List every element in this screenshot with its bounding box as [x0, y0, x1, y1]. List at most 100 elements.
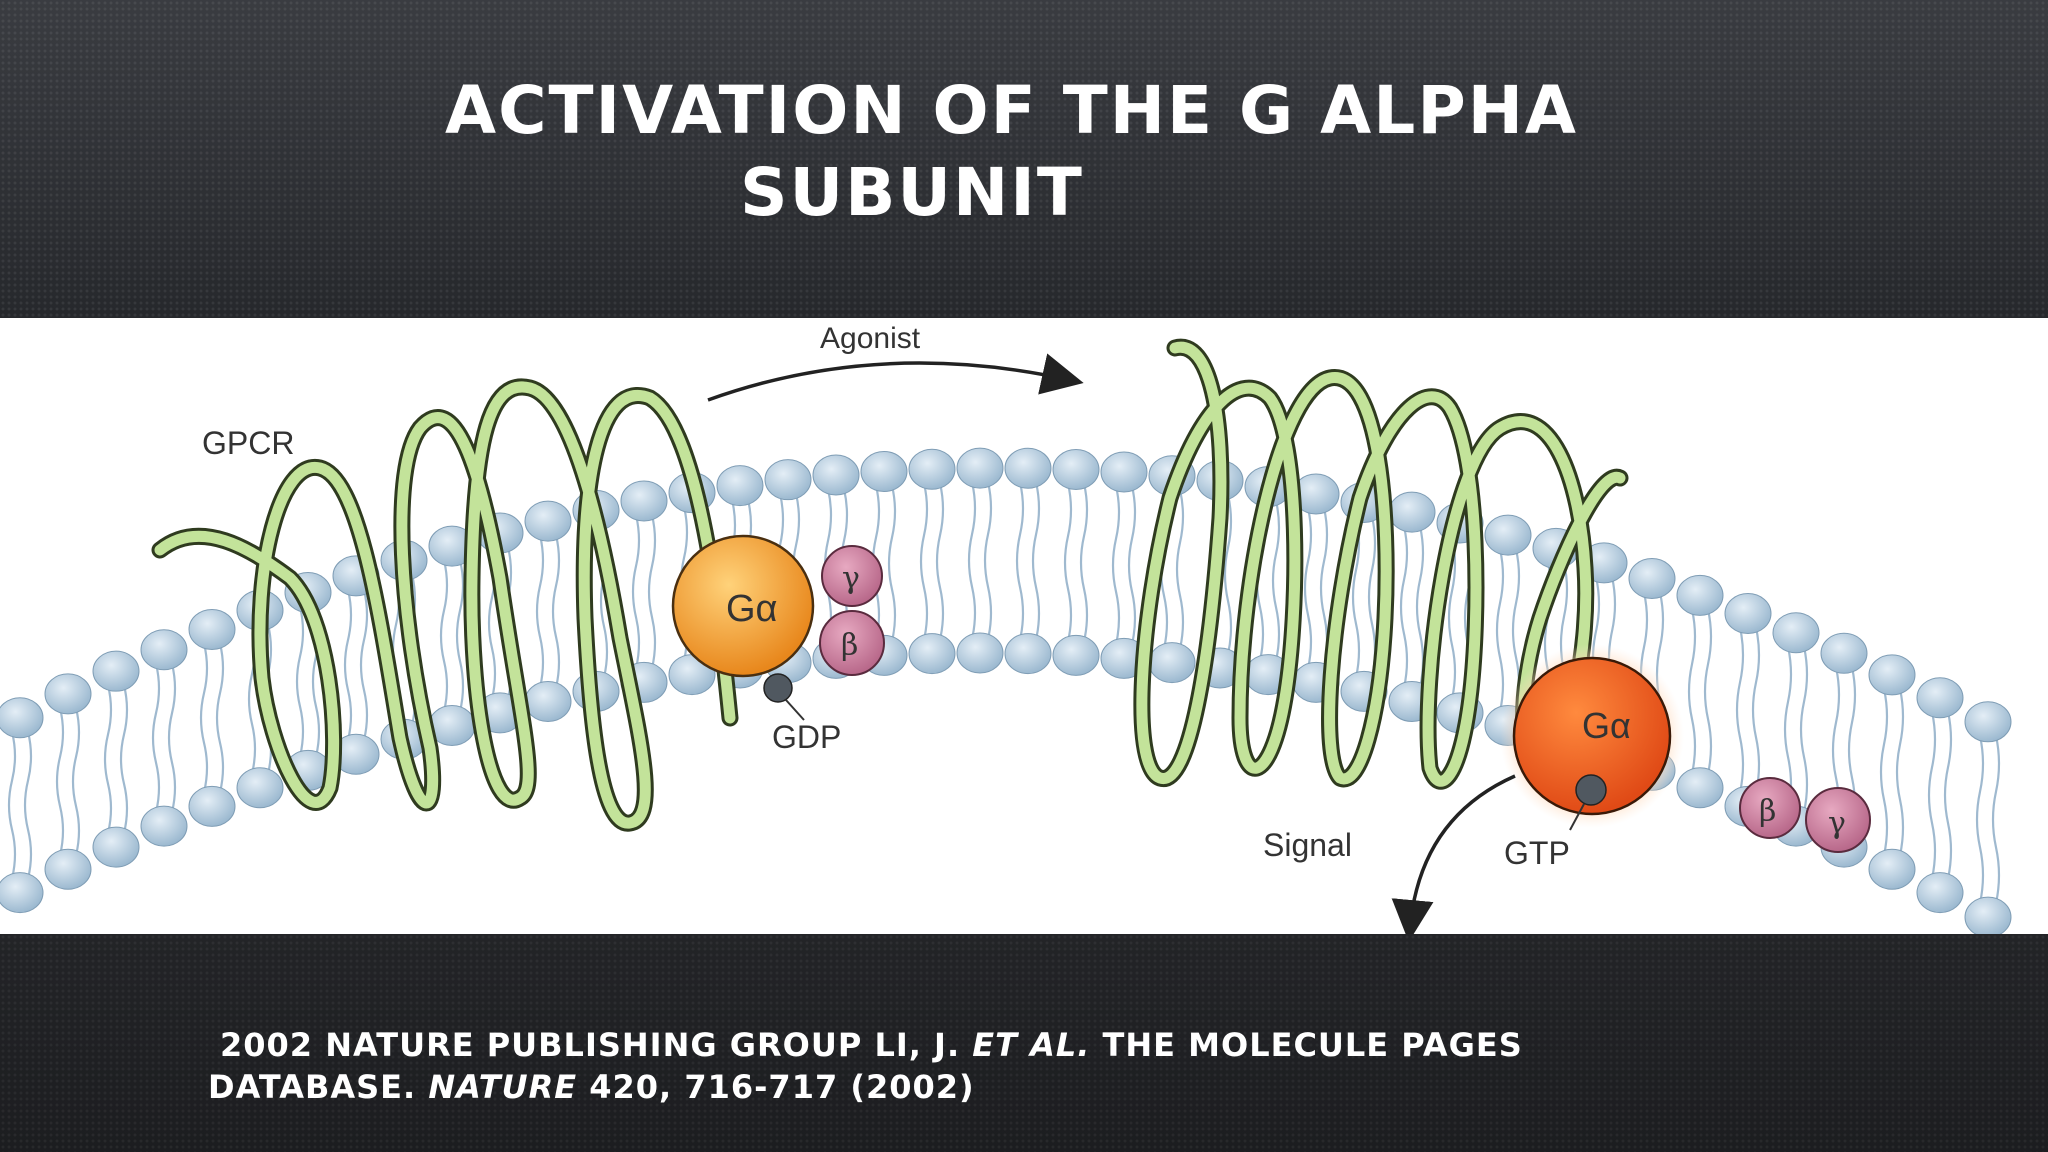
- slide-title-line-1: ACTIVATION OF THE G ALPHA: [445, 72, 1579, 149]
- beta-free-label: β: [1759, 794, 1776, 829]
- g-beta-free: [1739, 777, 1801, 839]
- lipid-head-outer-17: [812, 454, 860, 496]
- lipid-tails: [7, 481, 2001, 904]
- citation-part-3: THE MOLECULE PAGES: [1090, 1026, 1523, 1064]
- lipid-head-outer-0: [0, 697, 44, 739]
- citation-part-6: 420, 716-717 (2002): [577, 1068, 975, 1106]
- lipid-tail-2-b: [119, 684, 129, 834]
- lipid-tail-21-b: [1031, 481, 1041, 640]
- lipid-head-outer-36: [1724, 592, 1772, 634]
- lipid-head-inner-11: [524, 681, 572, 723]
- gpcr-helix-active: [1133, 338, 1629, 790]
- lipid-head-inner-0: [0, 872, 44, 914]
- lipid-tail-0-a: [7, 731, 17, 879]
- lipid-tail-39-a: [1879, 688, 1889, 856]
- lipid-tail-41-b: [1991, 735, 2001, 904]
- lipid-tail-19-a: [919, 482, 929, 640]
- lipid-head-outer-2: [92, 650, 140, 692]
- gamma-inactive-label: γ: [842, 561, 860, 596]
- lipid-head-inner-41: [1964, 896, 2012, 934]
- lipid-tail-37-b: [1799, 646, 1809, 813]
- citation-journal: NATURE: [428, 1068, 578, 1106]
- lipid-tail-36-b: [1751, 627, 1761, 793]
- g-alpha-inactive-label: Gα: [726, 588, 778, 630]
- lipid-head-outer-23: [1100, 451, 1148, 493]
- lipid-head-inner-24: [1148, 642, 1196, 684]
- lipid-tail-9-b: [455, 559, 465, 712]
- lipid-head-outer-3: [140, 629, 188, 671]
- lipid-tail-19-b: [935, 482, 945, 640]
- lipid-head-outer-16: [764, 459, 812, 501]
- lipid-tail-20-a: [967, 481, 977, 640]
- beta-gamma-free: β γ: [1739, 777, 1871, 853]
- citation-part-4: DATABASE.: [208, 1068, 429, 1106]
- gpcr-helix-inactive: [151, 378, 739, 832]
- lipid-head-outer-41: [1964, 701, 2012, 743]
- lipid-tail-0-b: [23, 731, 33, 879]
- lipid-head-outer-39: [1868, 654, 1916, 696]
- lipid-head-inner-4: [188, 785, 236, 827]
- g-alpha-active-label: Gα: [1582, 705, 1631, 746]
- lipid-heads-outer: [0, 447, 2012, 743]
- lipid-tail-40-a: [1927, 711, 1937, 879]
- lipid-head-inner-35: [1676, 767, 1724, 809]
- lipid-head-outer-1: [44, 673, 92, 715]
- slide-title: ACTIVATION OF THE G ALPHA SUBUNIT: [340, 70, 1640, 234]
- lipid-head-outer-4: [188, 608, 236, 650]
- lipid-head-outer-22: [1052, 449, 1100, 491]
- lipid-tail-26-b: [1271, 500, 1281, 661]
- gpcr-activation-figure: Agonist GPCR Gα γ β GDP Gα GTP Signal: [0, 318, 2048, 934]
- lipid-tail-13-a: [631, 514, 641, 669]
- gdp-label: GDP: [772, 719, 841, 755]
- lipid-head-outer-19: [908, 448, 956, 490]
- citation: 2002 NATURE PUBLISHING GROUP LI, J. ET A…: [208, 1024, 1908, 1108]
- lipid-head-inner-40: [1916, 872, 1964, 914]
- g-gamma-inactive: [821, 545, 883, 607]
- lipid-tail-1-a: [55, 707, 65, 856]
- title-band: [0, 0, 2048, 318]
- lipid-head-outer-13: [620, 480, 668, 522]
- lipid-tail-4-b: [215, 643, 225, 793]
- gdp-molecule: [763, 673, 793, 703]
- lipid-head-outer-34: [1628, 558, 1676, 600]
- lipid-head-inner-39: [1868, 848, 1916, 890]
- beta-inactive-label: β: [841, 628, 858, 663]
- gtp-molecule: [1575, 774, 1607, 806]
- lipid-tail-18-b: [887, 485, 897, 642]
- lipid-tail-11-a: [535, 534, 545, 688]
- lipid-head-outer-11: [524, 500, 572, 542]
- lipid-tail-4-a: [199, 643, 209, 793]
- lipid-tail-35-a: [1687, 609, 1697, 775]
- lipid-head-inner-20: [956, 632, 1004, 674]
- lipid-tail-6-a: [295, 606, 305, 757]
- lipid-head-outer-40: [1916, 677, 1964, 719]
- lipid-head-outer-29: [1388, 491, 1436, 533]
- lipid-head-outer-31: [1484, 514, 1532, 556]
- agonist-label: Agonist: [820, 322, 921, 355]
- lipid-tail-11-b: [551, 534, 561, 688]
- lipid-tail-7-a: [343, 589, 353, 741]
- lipid-head-inner-22: [1052, 634, 1100, 676]
- lipid-tail-30-a: [1447, 536, 1457, 700]
- lipid-tail-29-b: [1415, 525, 1425, 688]
- lipid-tail-3-b: [167, 663, 177, 813]
- lipid-tail-24-b: [1175, 489, 1185, 649]
- gpcr-activation-diagram: Agonist GPCR Gα γ β GDP Gα GTP Signal: [0, 322, 2012, 934]
- lipid-head-outer-18: [860, 450, 908, 492]
- g-alpha-active: [1512, 656, 1672, 816]
- lipid-tail-35-b: [1703, 609, 1713, 775]
- signal-label: Signal: [1263, 827, 1352, 863]
- agonist-arrow: [707, 353, 1084, 402]
- lipid-tail-21-a: [1015, 481, 1025, 640]
- lipid-head-outer-35: [1676, 574, 1724, 616]
- lipid-head-outer-20: [956, 447, 1004, 489]
- lipid-tail-22-b: [1079, 483, 1089, 642]
- signal-arrow: [1391, 774, 1516, 934]
- lipid-head-inner-19: [908, 633, 956, 675]
- gtp-label: GTP: [1504, 835, 1570, 871]
- gamma-free-label: γ: [1828, 806, 1846, 841]
- lipid-head-inner-3: [140, 805, 188, 847]
- lipid-tail-25-b: [1223, 494, 1233, 655]
- citation-line-2: DATABASE. NATURE 420, 716-717 (2002): [208, 1066, 1908, 1108]
- lipid-tail-23-b: [1127, 485, 1137, 645]
